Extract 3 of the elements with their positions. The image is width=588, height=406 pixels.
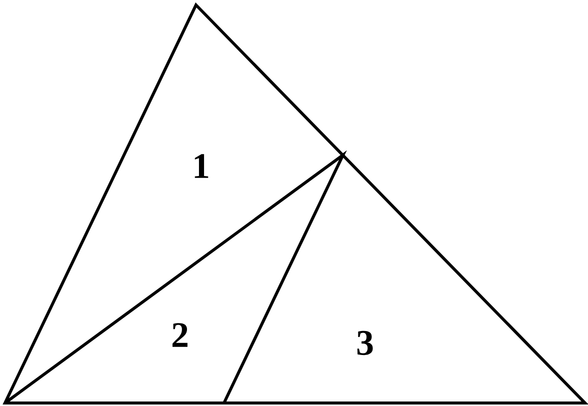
region-number: 3 bbox=[357, 330, 373, 356]
region-number: 2 bbox=[172, 323, 188, 347]
region-number: 1 bbox=[194, 154, 208, 178]
